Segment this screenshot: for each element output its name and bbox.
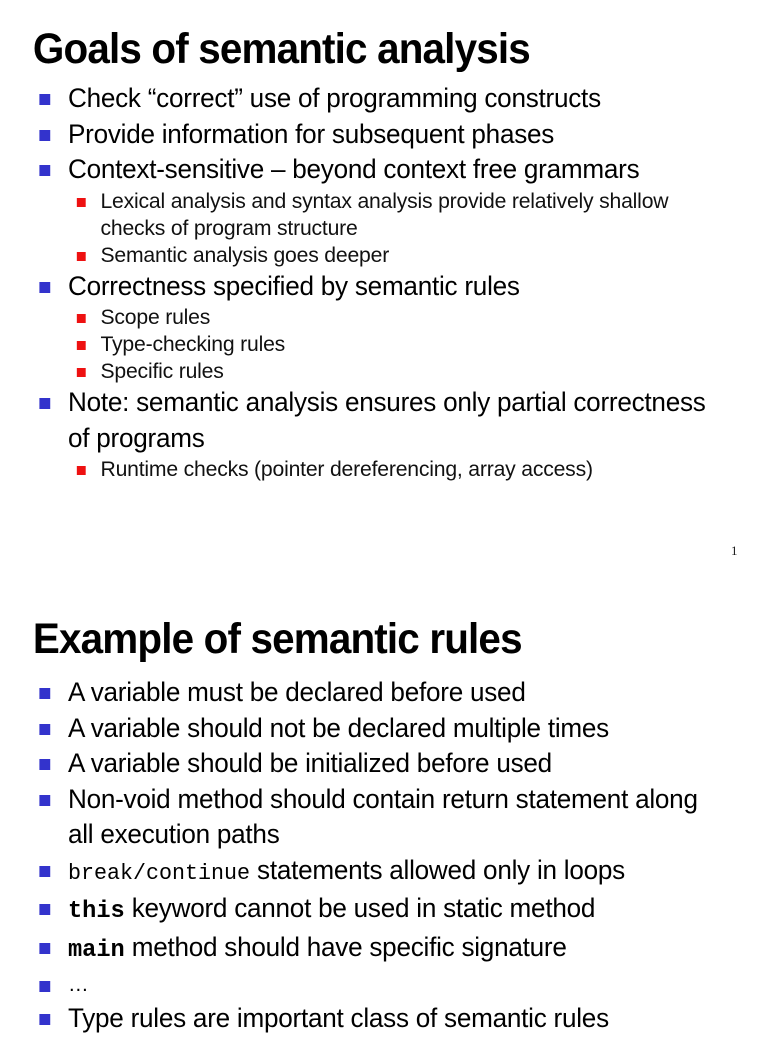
bullet-item-ellipsis: … bbox=[0, 968, 756, 1001]
bullet-item: Correctness specified by semantic rules bbox=[0, 269, 756, 305]
code-keyword: main bbox=[67, 936, 125, 964]
square-bullet-icon bbox=[39, 794, 51, 806]
square-bullet-icon bbox=[76, 251, 86, 261]
sub-bullet-text: Specific rules bbox=[100, 359, 224, 383]
slide-example-of-semantic-rules: Example of semantic rules A variable mus… bbox=[0, 590, 768, 1037]
square-bullet-icon bbox=[76, 368, 86, 377]
bullet-text: method should have specific signature bbox=[124, 931, 567, 962]
bullet-text: A variable must be declared before used bbox=[67, 677, 526, 707]
bullet-text: keyword cannot be used in static method bbox=[124, 893, 596, 923]
sub-bullet-item: Specific rules bbox=[0, 358, 756, 385]
sub-bullet-item: Scope rules bbox=[0, 304, 756, 331]
bullet-item: Check “correct” use of programming const… bbox=[0, 81, 756, 117]
square-bullet-icon bbox=[39, 398, 51, 409]
sub-bullet-item: Runtime checks (pointer dereferencing, a… bbox=[0, 456, 756, 483]
bullet-item-code: main method should have specific signatu… bbox=[0, 930, 756, 969]
sub-bullet-text: Lexical analysis and syntax analysis pro… bbox=[100, 188, 669, 240]
bullet-item: Type rules are important class of semant… bbox=[0, 1001, 756, 1037]
bullet-text: Correctness specified by semantic rules bbox=[67, 270, 520, 301]
square-bullet-icon bbox=[39, 865, 51, 877]
slide-goals-of-semantic-analysis: Goals of semantic analysis Check “correc… bbox=[0, 0, 768, 558]
sub-bullet-text: Scope rules bbox=[100, 305, 211, 329]
square-bullet-icon bbox=[39, 281, 51, 293]
square-bullet-icon bbox=[76, 341, 86, 350]
sub-bullet-item: Lexical analysis and syntax analysis pro… bbox=[0, 188, 756, 242]
bullet-item: Non-void method should contain return st… bbox=[0, 782, 756, 853]
bullet-text: A variable should not be declared multip… bbox=[67, 712, 609, 743]
sub-bullet-text: Semantic analysis goes deeper bbox=[100, 242, 390, 267]
bullet-item: Context-sensitive – beyond context free … bbox=[0, 152, 756, 188]
bullet-list-slide-2: A variable must be declared before used … bbox=[0, 664, 768, 1037]
square-bullet-icon bbox=[39, 942, 51, 954]
code-keyword: break/continue bbox=[67, 860, 251, 886]
page-number: 1 bbox=[731, 543, 738, 558]
bullet-text: Note: semantic analysis ensures only par… bbox=[67, 387, 706, 453]
slide-title: Goals of semantic analysis bbox=[32, 25, 531, 73]
square-bullet-icon bbox=[39, 723, 51, 735]
bullet-text: Non-void method should contain return st… bbox=[67, 783, 698, 850]
sub-bullet-item: Type-checking rules bbox=[0, 331, 756, 358]
bullet-text: Context-sensitive – beyond context free … bbox=[67, 154, 640, 184]
square-bullet-icon bbox=[76, 197, 86, 207]
bullet-item: A variable must be declared before used bbox=[0, 675, 756, 711]
bullet-item: Provide information for subsequent phase… bbox=[0, 117, 756, 153]
sub-bullet-text: Runtime checks (pointer dereferencing, a… bbox=[100, 457, 593, 481]
square-bullet-icon bbox=[39, 759, 51, 770]
bullet-list-slide-1: Check “correct” use of programming const… bbox=[0, 74, 768, 483]
bullet-item-code: this keyword cannot be used in static me… bbox=[0, 891, 756, 930]
bullet-text: Provide information for subsequent phase… bbox=[67, 118, 555, 149]
square-bullet-icon bbox=[39, 129, 51, 141]
square-bullet-icon bbox=[39, 94, 51, 105]
square-bullet-icon bbox=[39, 981, 51, 992]
square-bullet-icon bbox=[76, 314, 86, 323]
sub-bullet-text: Type-checking rules bbox=[100, 332, 286, 356]
code-keyword: this bbox=[67, 898, 125, 925]
square-bullet-icon bbox=[39, 904, 51, 915]
bullet-text: Check “correct” use of programming const… bbox=[67, 83, 601, 113]
bullet-item-code: break/continue statements allowed only i… bbox=[0, 853, 756, 892]
square-bullet-icon bbox=[39, 688, 51, 699]
bullet-text: statements allowed only in loops bbox=[250, 854, 625, 885]
bullet-text: Type rules are important class of semant… bbox=[67, 1003, 609, 1033]
bullet-item: A variable should be initialized before … bbox=[0, 746, 756, 782]
sub-bullet-item: Semantic analysis goes deeper bbox=[0, 242, 756, 269]
bullet-text: … bbox=[67, 973, 89, 996]
slide-title: Example of semantic rules bbox=[32, 615, 523, 663]
square-bullet-icon bbox=[39, 165, 51, 176]
bullet-item: Note: semantic analysis ensures only par… bbox=[0, 385, 756, 456]
bullet-item: A variable should not be declared multip… bbox=[0, 711, 756, 747]
square-bullet-icon bbox=[39, 1014, 51, 1025]
square-bullet-icon bbox=[76, 466, 86, 475]
bullet-text: A variable should be initialized before … bbox=[67, 748, 552, 778]
